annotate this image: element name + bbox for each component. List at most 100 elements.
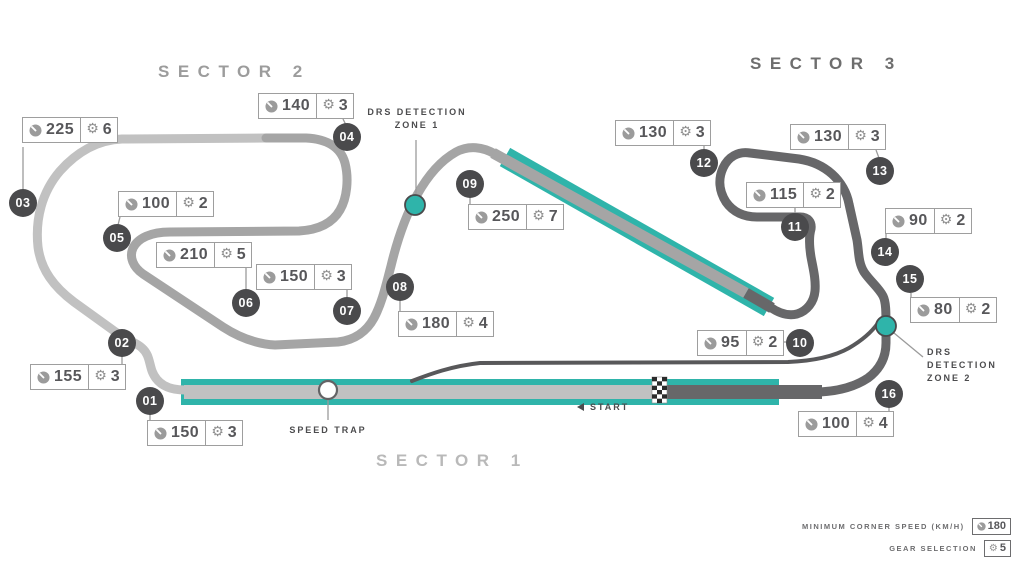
- corner-marker-05: 05: [103, 224, 131, 252]
- corner-04-label-box: 140 ⚙3: [258, 93, 355, 119]
- corner-speed-value: 95: [721, 334, 740, 351]
- legend-min-corner-speed-box: 180: [971, 518, 1011, 535]
- speedometer-icon: [622, 126, 635, 140]
- drs-detection-dot-2: [875, 315, 897, 337]
- corner-gear-value: 7: [548, 208, 559, 225]
- corner-marker-07: 07: [333, 297, 361, 325]
- drs-detection-zone-1-label: DRS DETECTION ZONE 1: [352, 106, 482, 132]
- corner-speed-cell: 150: [148, 421, 205, 445]
- corner-gear-cell: ⚙3: [88, 365, 125, 389]
- drs-zone-1-line2: ZONE 1: [394, 120, 440, 130]
- corner-gear-value: 2: [825, 186, 836, 203]
- corner-speed-value: 150: [171, 424, 200, 441]
- speedometer-icon: [29, 123, 42, 137]
- corner-marker-02: 02: [108, 329, 136, 357]
- corner-gear-cell: ⚙6: [80, 118, 117, 142]
- speedometer-icon: [704, 336, 717, 350]
- corner-02-label-box: 155 ⚙3: [30, 364, 127, 390]
- start-label-text: START: [590, 402, 630, 412]
- corner-13-label-box: 130 ⚙3: [790, 124, 887, 150]
- speedometer-icon: [753, 188, 766, 202]
- corner-gear-value: 2: [768, 334, 778, 351]
- speedometer-icon: [805, 417, 818, 431]
- pit-lane: [410, 321, 880, 383]
- legend-row-min-corner-speed: MINIMUM CORNER SPEED (KM/H) 180: [802, 518, 1011, 535]
- corner-speed-value: 130: [814, 128, 843, 145]
- gear-icon: ⚙: [854, 128, 867, 144]
- corner-10-label-box: 95 ⚙2: [697, 330, 784, 356]
- corner-08-label-box: 180 ⚙4: [398, 311, 495, 337]
- start-arrow-icon: [577, 403, 584, 411]
- speed-trap-dot: [317, 379, 339, 401]
- corner-gear-cell: ⚙5: [214, 243, 251, 267]
- gear-icon: ⚙: [220, 246, 233, 262]
- speedometer-icon: [37, 370, 50, 384]
- gear-icon: ⚙: [322, 97, 335, 113]
- corner-speed-value: 130: [639, 124, 668, 141]
- corner-gear-cell: ⚙3: [316, 94, 353, 118]
- legend-min-corner-speed-value: 180: [987, 520, 1006, 532]
- corner-gear-cell: ⚙2: [933, 209, 971, 233]
- corner-gear-cell: ⚙2: [958, 298, 996, 322]
- corner-06-label-box: 210 ⚙5: [156, 242, 253, 268]
- corner-speed-cell: 155: [31, 365, 88, 389]
- speedometer-icon: [154, 426, 167, 440]
- corner-05-label-box: 100 ⚙2: [118, 191, 215, 217]
- gear-icon: ⚙: [320, 268, 333, 284]
- drs-detection-zone-2-label: DRS DETECTION ZONE 2: [927, 346, 997, 385]
- legend-row-gear-selection: GEAR SELECTION ⚙ 5: [889, 540, 1011, 557]
- speedometer-icon: [797, 130, 810, 144]
- corner-speed-value: 210: [180, 246, 209, 263]
- corner-gear-cell: ⚙2: [745, 331, 783, 355]
- speedometer-icon: [163, 248, 176, 262]
- drs-zone-1-line1: DRS DETECTION: [367, 107, 467, 117]
- corner-gear-value: 3: [870, 128, 881, 145]
- corner-gear-value: 5: [236, 246, 247, 263]
- legend-gear-selection-label: GEAR SELECTION: [889, 544, 977, 553]
- corner-09-label-box: 250 ⚙7: [468, 204, 565, 230]
- corner-01-label-box: 150 ⚙3: [147, 420, 244, 446]
- sector-2-title: SECTOR 2: [158, 62, 311, 81]
- legend-min-corner-speed-label: MINIMUM CORNER SPEED (KM/H): [802, 522, 965, 531]
- drs-zone-2-line2: DETECTION: [927, 360, 997, 370]
- speedometer-icon: [265, 99, 278, 113]
- corner-gear-cell: ⚙3: [314, 265, 351, 289]
- gear-icon: ⚙: [751, 334, 765, 350]
- gear-icon: ⚙: [462, 315, 475, 331]
- gear-icon: ⚙: [939, 212, 953, 228]
- corner-12-label-box: 130 ⚙3: [615, 120, 712, 146]
- speed-trap-label: SPEED TRAP: [289, 425, 367, 435]
- corner-speed-cell: 250: [469, 205, 526, 229]
- gear-icon: ⚙: [964, 301, 978, 317]
- gear-icon: ⚙: [679, 124, 692, 140]
- track-sector2-back-straight: [490, 148, 749, 298]
- corner-gear-value: 3: [110, 368, 121, 385]
- corner-speed-cell: 100: [799, 412, 856, 436]
- corner-gear-cell: ⚙4: [456, 312, 493, 336]
- corner-marker-12: 12: [690, 149, 718, 177]
- corner-speed-cell: 140: [259, 94, 316, 118]
- gear-icon: ⚙: [809, 186, 822, 202]
- corner-gear-value: 4: [878, 415, 889, 432]
- drs-detection-dot-1: [404, 194, 426, 216]
- corner-speed-cell: 225: [23, 118, 80, 142]
- corner-gear-cell: ⚙3: [205, 421, 242, 445]
- speedometer-icon: [125, 197, 138, 211]
- corner-gear-cell: ⚙3: [848, 125, 885, 149]
- speedometer-icon: [917, 303, 930, 317]
- corner-16-label-box: 100 ⚙4: [798, 411, 895, 437]
- corner-speed-value: 225: [46, 121, 75, 138]
- corner-speed-value: 155: [54, 368, 83, 385]
- corner-gear-cell: ⚙2: [803, 183, 840, 207]
- corner-marker-03: 03: [9, 189, 37, 217]
- speedometer-icon: [475, 210, 488, 224]
- corner-gear-value: 2: [981, 301, 991, 318]
- corner-marker-06: 06: [232, 289, 260, 317]
- corner-11-label-box: 115 ⚙2: [746, 182, 842, 208]
- speedometer-icon: [976, 522, 986, 531]
- legend-gear-selection-box: ⚙ 5: [983, 540, 1011, 557]
- legend-gear-selection-value: 5: [999, 542, 1006, 554]
- corner-speed-value: 180: [422, 315, 451, 332]
